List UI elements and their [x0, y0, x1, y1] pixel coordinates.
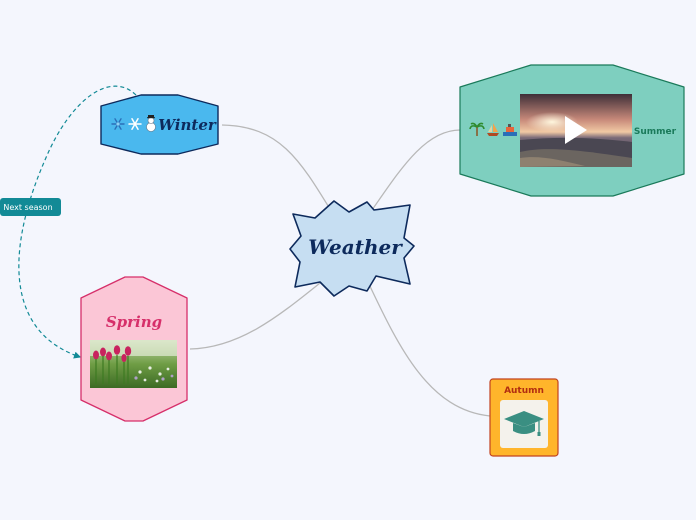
link-weather-winter: [221, 124, 334, 215]
link-weather-summer: [371, 129, 461, 211]
snowflake-icon: [128, 118, 142, 130]
next-season-label-box[interactable]: [0, 198, 61, 216]
summer-label: Summer: [634, 127, 677, 137]
central-starburst-shape: [289, 200, 415, 297]
link-weather-spring: [189, 282, 321, 350]
sunset-video-thumbnail[interactable]: [520, 94, 632, 167]
snowman-icon: [146, 115, 156, 132]
palm-tree-icon: [469, 122, 485, 136]
graduation-cap-icon: [504, 411, 544, 436]
boat-icon: [503, 124, 517, 136]
branch-spring[interactable]: Spring: [80, 276, 188, 422]
branch-winter[interactable]: Winter: [100, 94, 219, 155]
central-topic-label: Weather: [308, 235, 403, 259]
next-season-label: Next season: [3, 203, 52, 212]
autumn-label: Autumn: [504, 386, 544, 396]
link-weather-autumn: [367, 281, 491, 417]
sailboat-icon: [487, 123, 499, 136]
snowflake-icon: [111, 118, 125, 130]
branch-summer[interactable]: Summer: [459, 64, 685, 197]
spring-label: Spring: [106, 313, 162, 331]
winter-hexagon-shape: [100, 94, 219, 155]
play-icon[interactable]: [565, 116, 587, 144]
tulips-photo: [90, 340, 177, 388]
central-topic-weather[interactable]: Weather: [289, 200, 415, 297]
branch-autumn[interactable]: Autumn: [489, 378, 559, 457]
winter-label: Winter: [158, 116, 217, 134]
